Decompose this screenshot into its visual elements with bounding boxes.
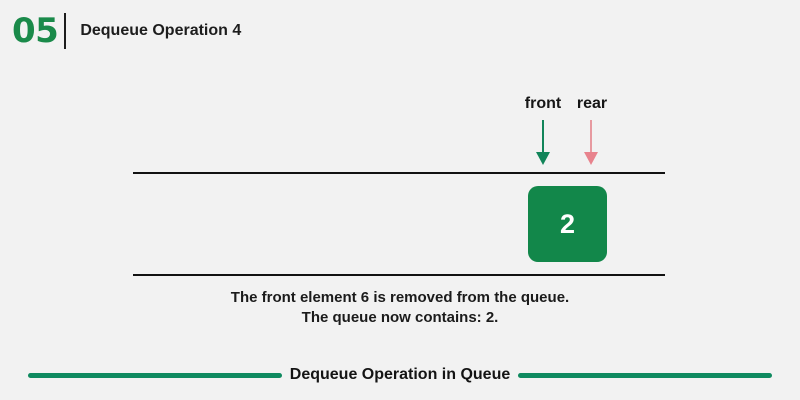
pointer-labels: front rear [518, 95, 616, 113]
page-title: Dequeue Operation 4 [80, 22, 242, 39]
step-number: 05 [12, 11, 59, 51]
rear-pointer-label: rear [576, 95, 608, 112]
arrow-shaft [542, 120, 544, 154]
front-pointer-label: front [524, 95, 562, 112]
caption-line-2: The queue now contains: 2. [301, 309, 499, 327]
arrow-head [536, 152, 550, 165]
footer-rule-right [518, 372, 773, 378]
queue-top-border [133, 172, 665, 174]
arrow-shaft [590, 120, 592, 154]
footer-rule-left [28, 372, 282, 378]
front-down-arrow-icon [536, 120, 550, 166]
footer-title: Dequeue Operation in Queue [289, 366, 511, 383]
header-divider [64, 13, 67, 49]
queue-container: 2 [133, 174, 665, 274]
footer: Dequeue Operation in Queue [28, 366, 773, 384]
header: 05 Dequeue Operation 4 [12, 10, 241, 52]
caption-line-1: The front element 6 is removed from the … [230, 289, 570, 306]
rear-down-arrow-icon [584, 120, 598, 166]
caption: The front element 6 is removed from the … [0, 288, 800, 329]
arrow-head [584, 152, 598, 165]
queue-cell: 2 [528, 186, 607, 262]
queue-bottom-border [133, 274, 665, 276]
